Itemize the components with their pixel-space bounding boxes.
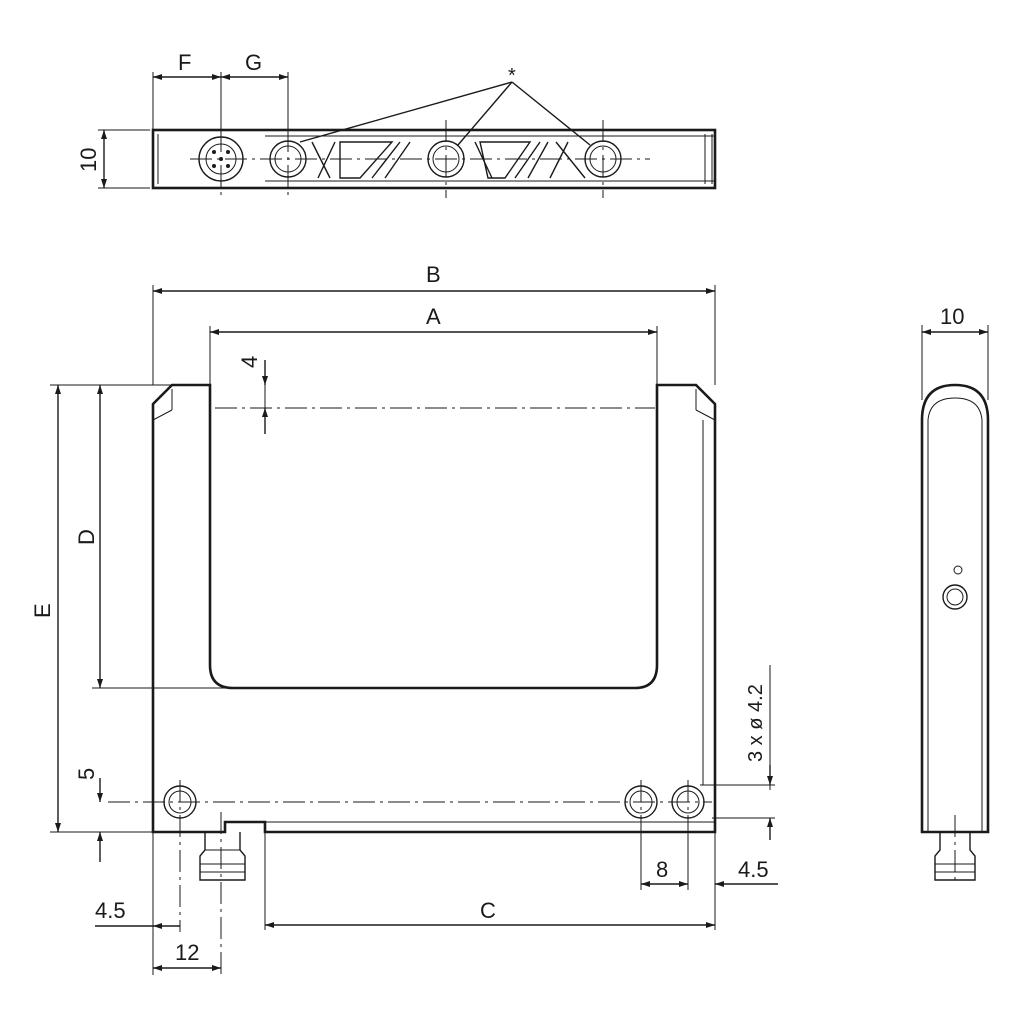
dim-4: 4 [237,356,262,368]
side-view-body [920,383,990,834]
dim-top-height: 10 [76,148,101,172]
top-view-body [151,128,717,190]
dim-side-width: 10 [940,304,964,329]
side-indicator [942,584,968,610]
asterisk-label: * [508,65,516,87]
dim-G: G [245,50,262,75]
top-view: * F G 10 [76,50,717,198]
dim-B: B [426,262,441,287]
dim-12: 12 [175,940,199,965]
front-view-body [151,383,717,834]
dim-8: 8 [656,857,668,882]
dim-4-5-left: 4.5 [95,898,126,923]
dim-5: 5 [74,768,99,780]
dim-4-5-right: 4.5 [738,857,769,882]
dim-D: D [74,529,99,545]
side-view: 10 [920,304,990,885]
dim-E: E [30,603,55,618]
dim-F: F [178,50,191,75]
hole-spec-label: 3 x ø 4.2 [745,684,767,762]
dim-A: A [426,304,441,329]
front-view: B A 4 D E 5 3 x ø 4.2 [30,262,778,975]
dim-C: C [480,898,496,923]
